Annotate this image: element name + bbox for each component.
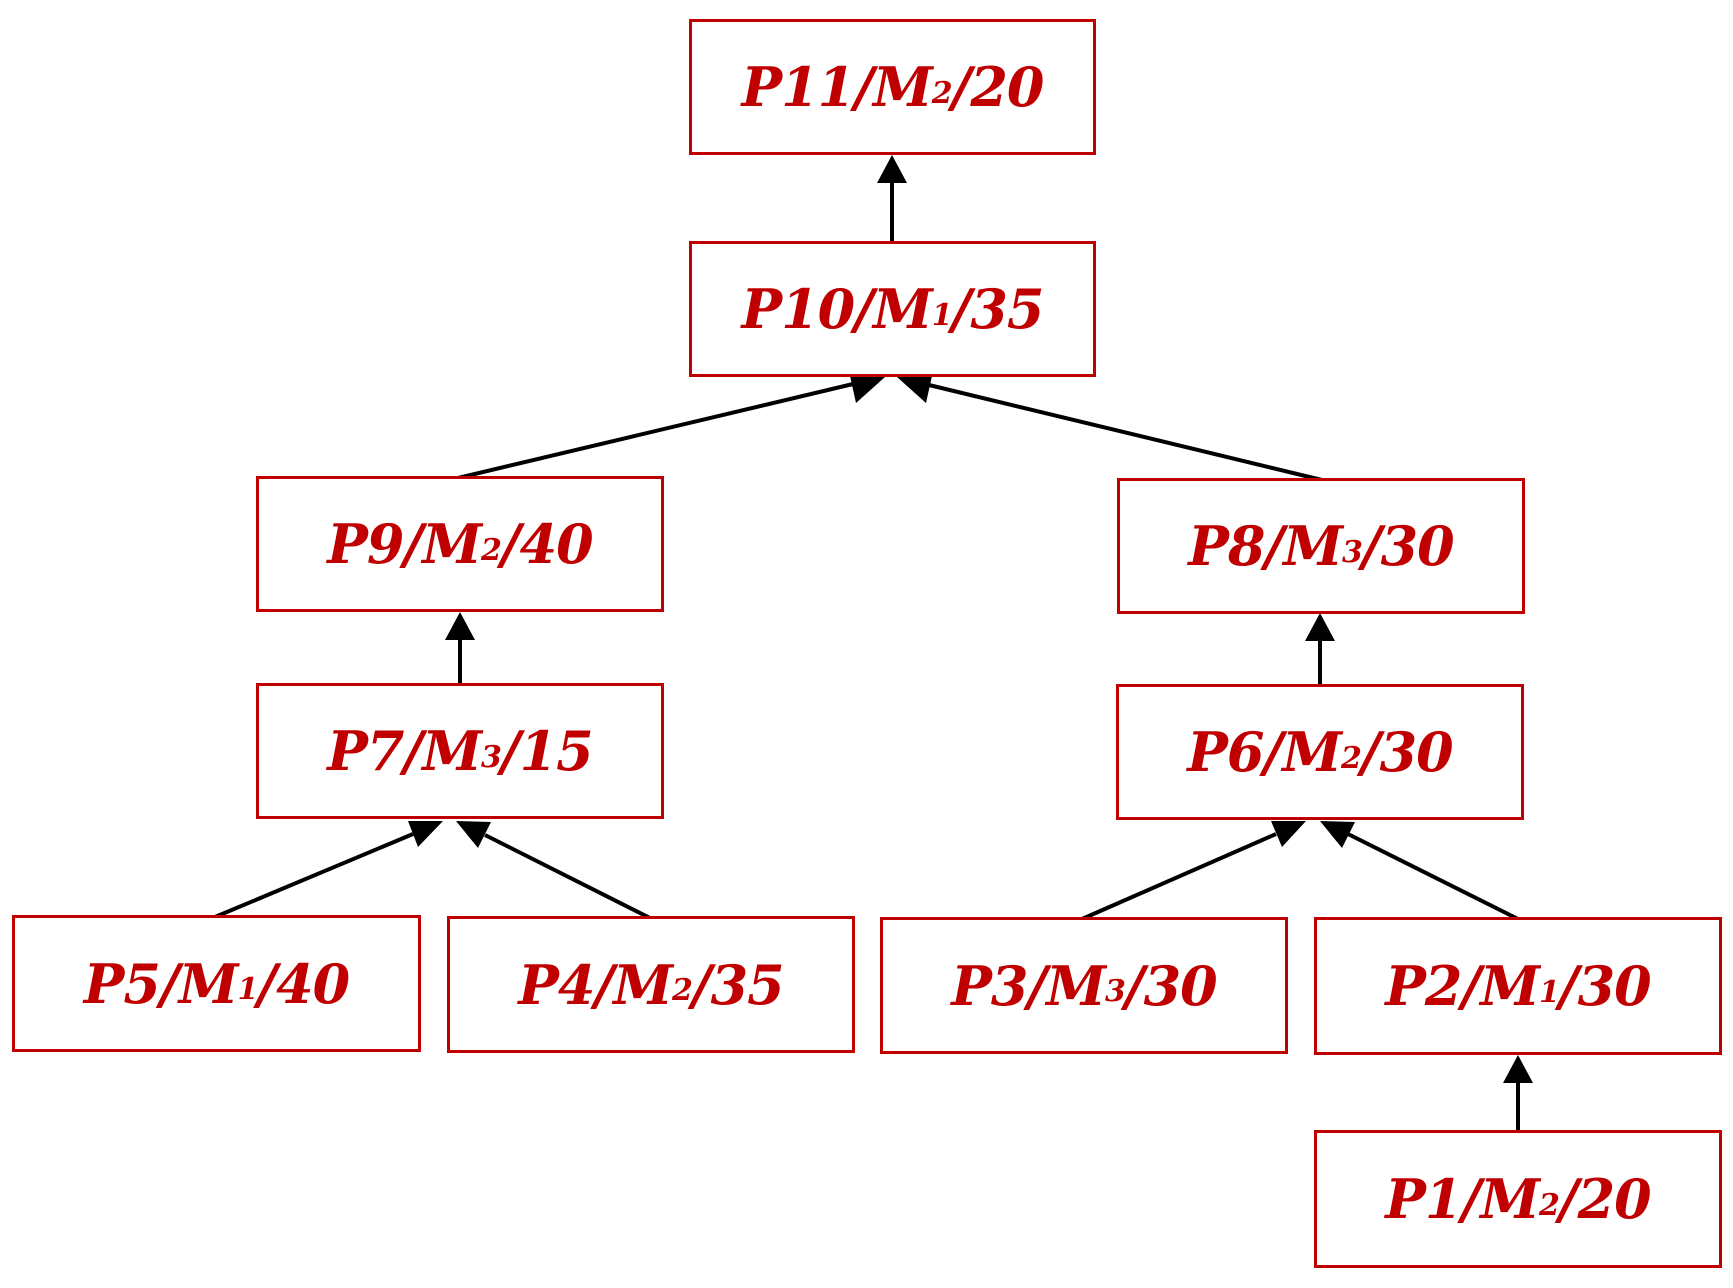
edge-p1-to-p2 (1503, 1055, 1533, 1132)
node-part: P6 (1187, 720, 1264, 784)
node-machine-index: 2 (931, 75, 953, 111)
node-part: P1 (1385, 1167, 1462, 1231)
edge-p2-to-p6 (1320, 821, 1519, 921)
node-part: P3 (951, 953, 1028, 1018)
node-time: 35 (710, 952, 785, 1017)
node-machine-index: 2 (671, 973, 693, 1008)
node-machine: M (1480, 954, 1540, 1018)
node-machine: M (422, 512, 482, 576)
edge-p6-to-p8 (1305, 613, 1335, 686)
node-machine: M (613, 952, 673, 1017)
node-machine: M (1283, 514, 1343, 578)
node-part: P2 (1385, 954, 1462, 1018)
node-machine-index: 3 (1341, 534, 1363, 570)
node-machine-index: 1 (237, 972, 258, 1007)
node-time: 30 (1577, 954, 1652, 1018)
edge-p9-to-p10 (457, 376, 885, 480)
node-machine-index: 2 (480, 532, 502, 568)
node-part: P11 (741, 55, 855, 119)
node-time: 40 (276, 951, 350, 1016)
edge-p3-to-p6 (1081, 821, 1306, 921)
node-machine: M (178, 951, 239, 1016)
edge-p7-to-p9 (445, 612, 475, 685)
node-part: P4 (518, 952, 595, 1017)
node-machine-index: 3 (480, 739, 502, 775)
node-time: 30 (1143, 953, 1218, 1018)
node-machine: M (872, 277, 933, 341)
node-part: P8 (1188, 514, 1265, 578)
node-machine-index: 1 (1538, 974, 1560, 1010)
node-time: 30 (1379, 720, 1454, 784)
node-machine-index: 2 (1340, 740, 1362, 776)
node-machine-index: 3 (1104, 974, 1126, 1009)
node-machine: M (422, 719, 482, 783)
node-time: 20 (1577, 1167, 1652, 1231)
node-machine: M (1046, 953, 1106, 1018)
node-part: P5 (83, 951, 161, 1016)
edge-p10-to-p11 (877, 155, 907, 243)
edge-p8-to-p10 (897, 376, 1323, 482)
node-machine-index: 1 (931, 297, 953, 333)
node-time: 40 (519, 512, 594, 576)
node-time: 15 (519, 719, 594, 783)
node-machine: M (1282, 720, 1342, 784)
edge-p4-to-p7 (456, 821, 651, 920)
node-time: 30 (1380, 514, 1455, 578)
node-part: P7 (327, 719, 404, 783)
node-machine-index: 2 (1538, 1187, 1560, 1223)
node-machine: M (1480, 1167, 1540, 1231)
node-part: P10 (741, 277, 855, 341)
node-time: 20 (970, 55, 1044, 119)
node-part: P9 (327, 512, 404, 576)
edge-p5-to-p7 (214, 821, 443, 919)
node-time: 35 (970, 277, 1044, 341)
node-machine: M (872, 55, 933, 119)
